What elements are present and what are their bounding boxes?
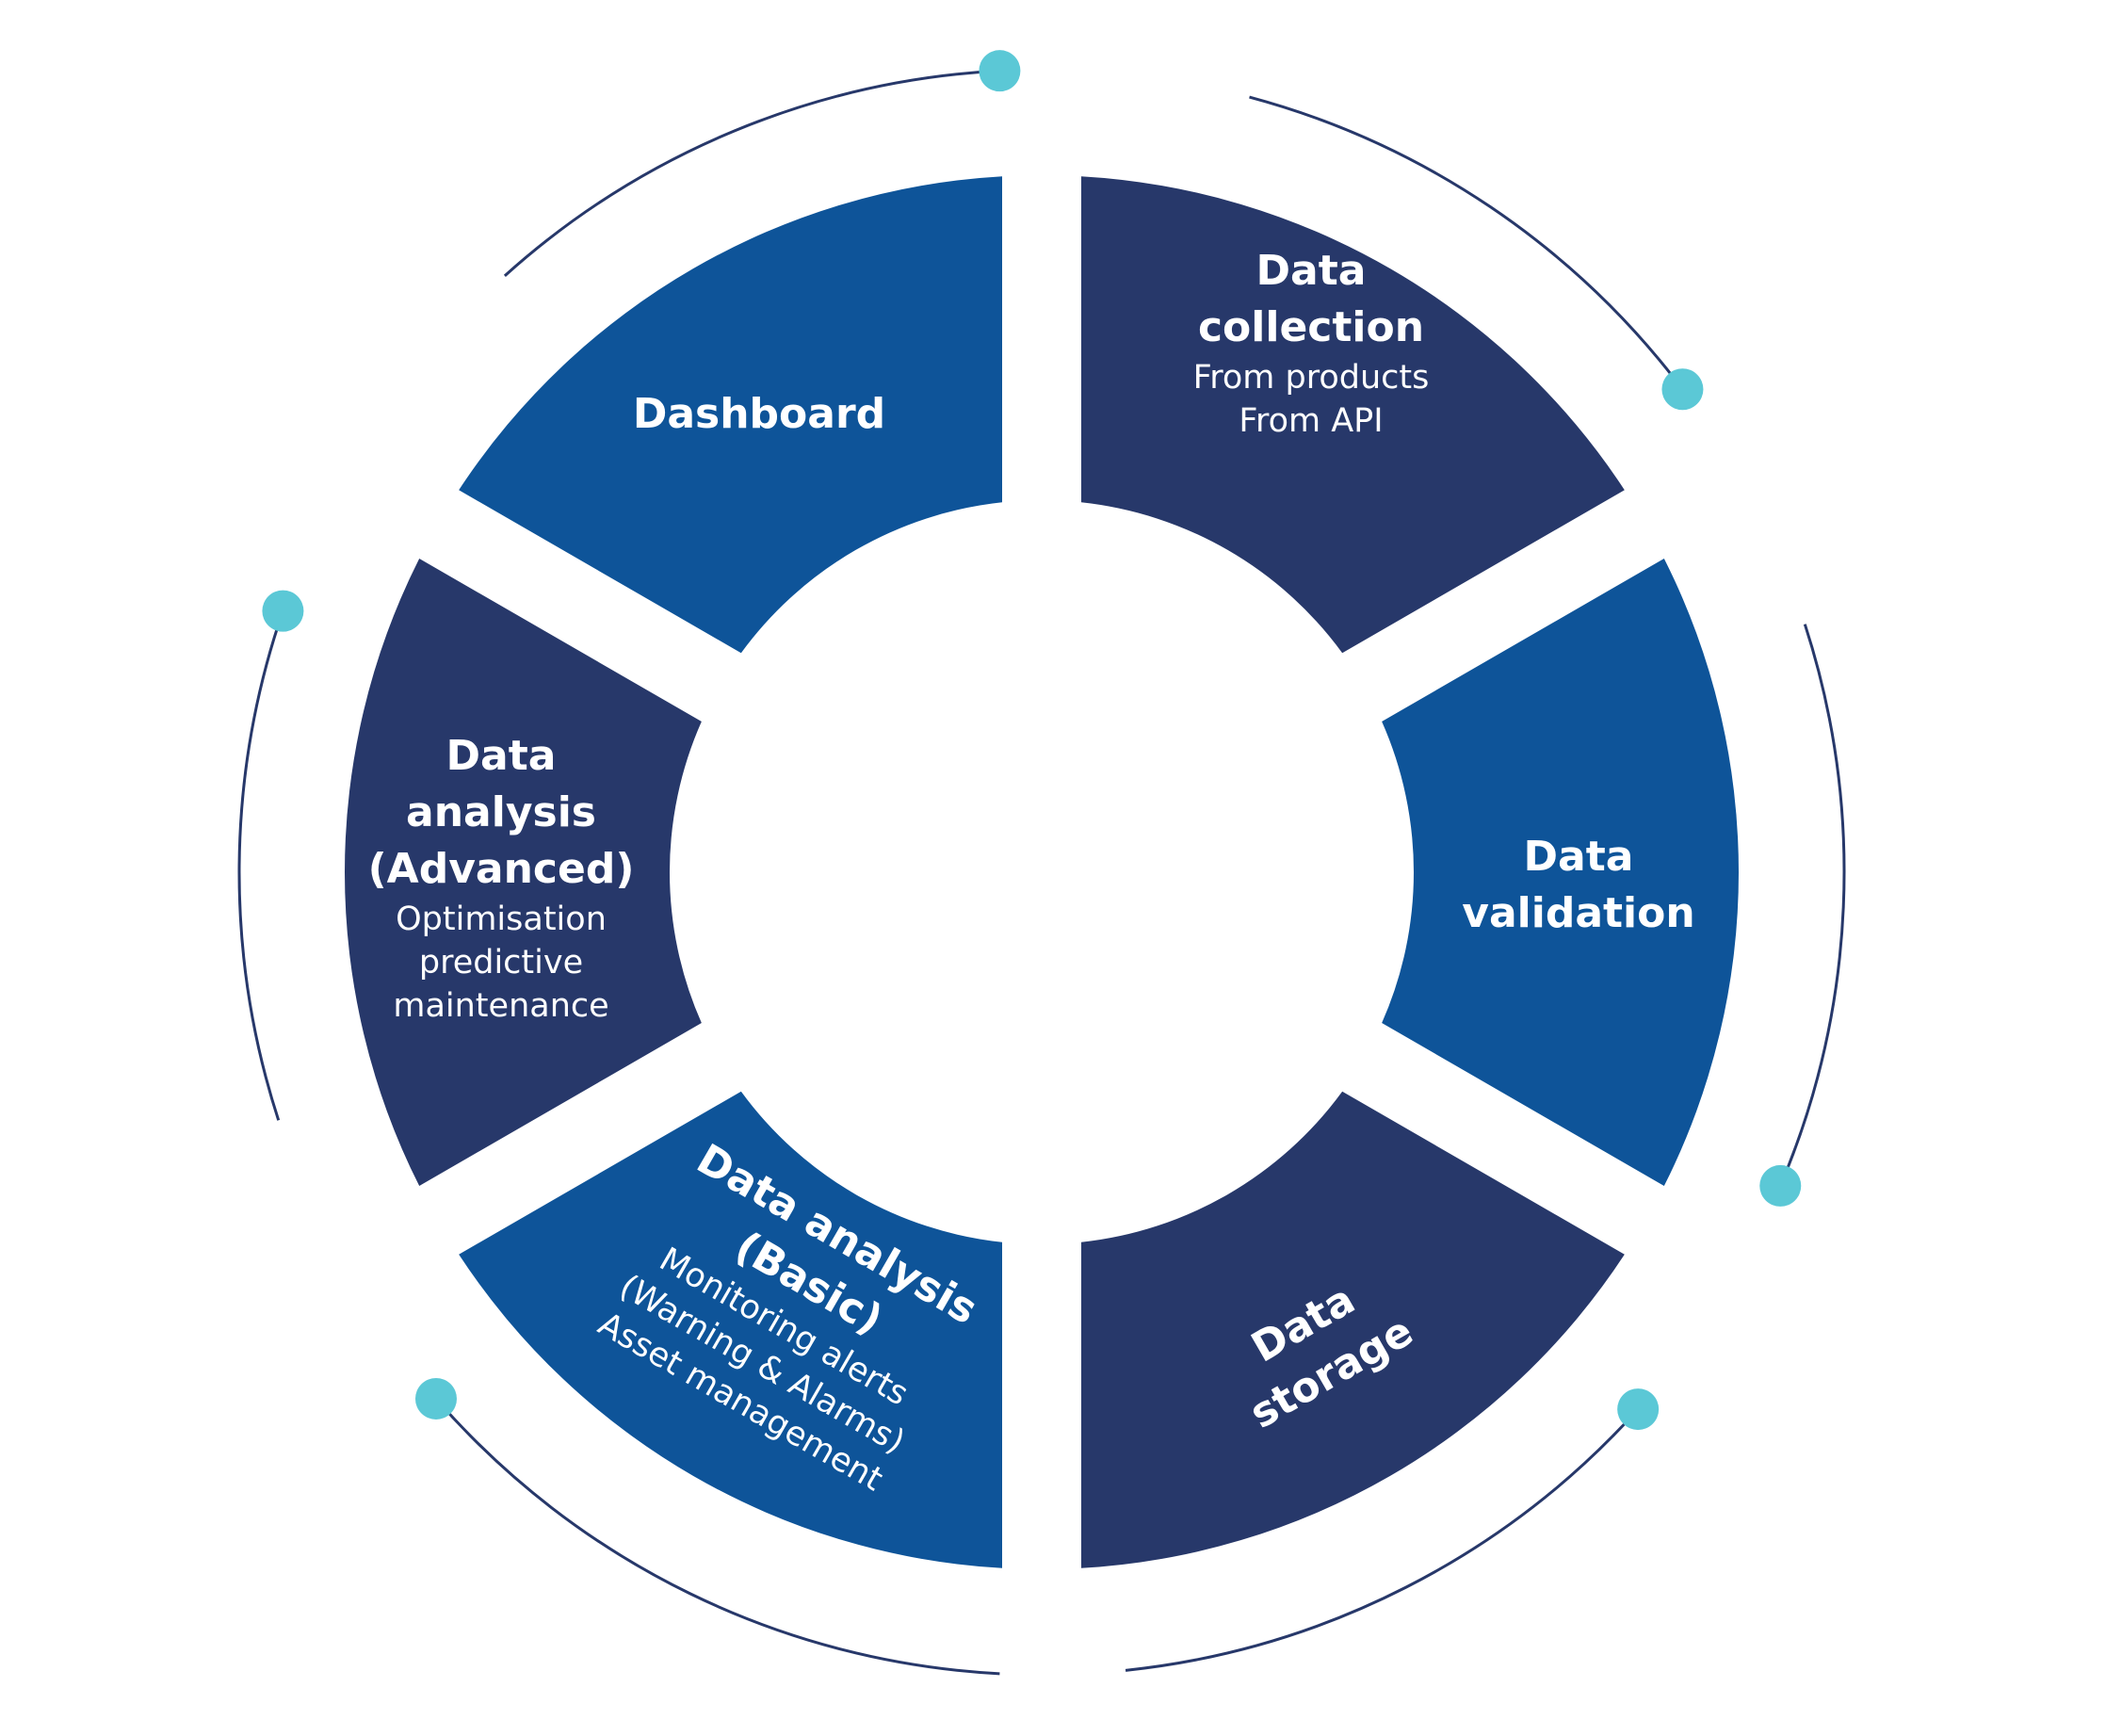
- arc-dot: [1617, 1388, 1660, 1431]
- segment-subtitle: predictive: [419, 944, 583, 982]
- segment-title: Dashboard: [633, 390, 885, 438]
- arc-dot: [262, 590, 304, 632]
- arc-dot: [979, 50, 1021, 92]
- outer-arc: [434, 1397, 1000, 1676]
- arc-dot: [1661, 368, 1704, 411]
- segment-subtitle: Optimisation: [396, 900, 607, 938]
- segment-data-collection: [1081, 176, 1625, 654]
- segments: [344, 176, 1740, 1568]
- segment-title: Data: [1524, 833, 1634, 881]
- segment-subtitle: maintenance: [393, 987, 608, 1025]
- outer-arc: [237, 610, 284, 1121]
- outer-arc: [503, 69, 1000, 277]
- segment-title: (Advanced): [368, 845, 635, 893]
- segment-data-storage: [1081, 1091, 1625, 1568]
- outer-arcs: [237, 50, 1846, 1676]
- segment-subtitle: From API: [1239, 402, 1383, 440]
- segment-title: collection: [1198, 303, 1424, 351]
- segment-title: Data: [446, 732, 557, 780]
- segment-data-analysis-basic: [459, 1091, 1002, 1568]
- outer-arc: [1778, 624, 1846, 1187]
- label-dashboard: Dashboard: [633, 390, 885, 438]
- label-data-analysis-advanced: Data analysis (Advanced) Optimisation predic…: [368, 732, 635, 1025]
- segment-data-validation: [1382, 558, 1740, 1187]
- segment-data-analysis-advanced: [344, 558, 702, 1187]
- outer-arc: [1125, 1408, 1640, 1672]
- segment-title: validation: [1462, 889, 1694, 937]
- outer-arc: [1249, 95, 1684, 391]
- arc-dot: [1759, 1164, 1802, 1207]
- segment-title: analysis: [406, 788, 596, 836]
- segment-subtitle: From products: [1193, 359, 1430, 397]
- segment-title: Data: [1256, 247, 1367, 295]
- label-data-validation: Data validation: [1462, 833, 1694, 937]
- segment-dashboard: [459, 176, 1002, 654]
- arc-dot: [414, 1377, 457, 1420]
